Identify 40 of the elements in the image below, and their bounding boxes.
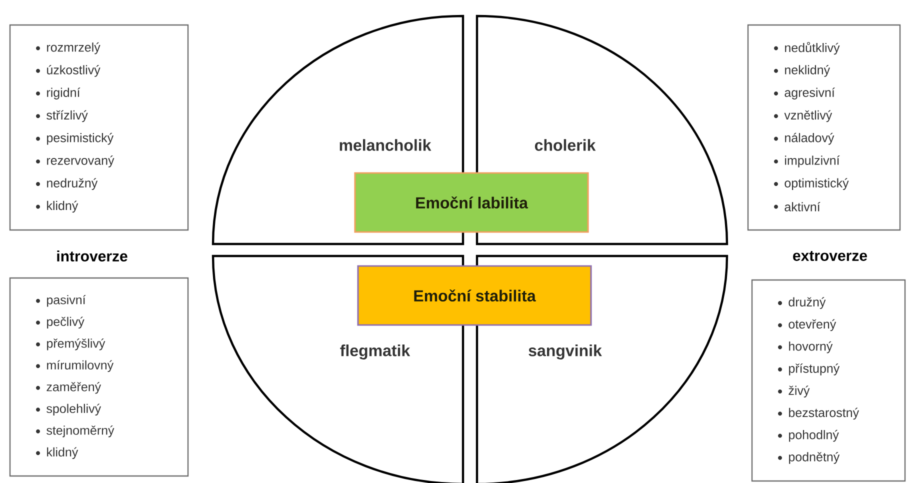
list-item: zaměřený (36, 382, 102, 394)
list-item: rigidní (36, 88, 80, 100)
axis-label: introverze (57, 250, 128, 262)
list-item: přemýšlivý (36, 338, 106, 350)
list-item: klidný (36, 200, 78, 213)
list-item: pohodlný (778, 430, 839, 442)
label-box: Emoční labilita (354, 172, 589, 233)
list-item: pesimistický (36, 132, 114, 145)
label-box: Emoční stabilita (357, 265, 592, 326)
list-box (9, 277, 189, 477)
list-item: neklidný (774, 65, 830, 77)
list-item: klidný (36, 447, 78, 460)
list-item: družný (778, 297, 826, 309)
list-item: přístupný (778, 364, 840, 376)
list-item: rozmrzelý (36, 42, 100, 54)
list-item: bezstarostný (778, 408, 860, 420)
list-box (747, 24, 901, 231)
list-item: rezervovaný (36, 156, 114, 168)
list-item: střízlivý (36, 110, 88, 122)
list-item: pečlivý (36, 316, 84, 329)
list-item: otevřený (778, 319, 836, 332)
list-item: mírumilovný (36, 360, 114, 372)
list-item: hovorný (778, 341, 833, 354)
list-item: stejnoměrný (36, 425, 114, 438)
list-item: živý (778, 386, 810, 398)
list-item: agresivní (774, 88, 835, 100)
list-item: úzkostlivý (36, 65, 100, 77)
list-item: impulzivní (774, 156, 840, 168)
axis-label: extroverze (793, 251, 867, 261)
list-item: vznětlivý (774, 110, 832, 122)
list-item: pasivní (36, 294, 86, 307)
list-item: nedůtklivý (774, 42, 840, 55)
list-box (751, 279, 906, 482)
list-item: náladový (774, 132, 834, 145)
list-box (9, 24, 189, 231)
list-item: optimistický (774, 178, 849, 190)
list-item: aktivní (774, 202, 820, 212)
list-item: podnětný (778, 452, 840, 464)
list-item: nedružný (36, 178, 98, 190)
list-item: spolehlivý (36, 404, 102, 416)
